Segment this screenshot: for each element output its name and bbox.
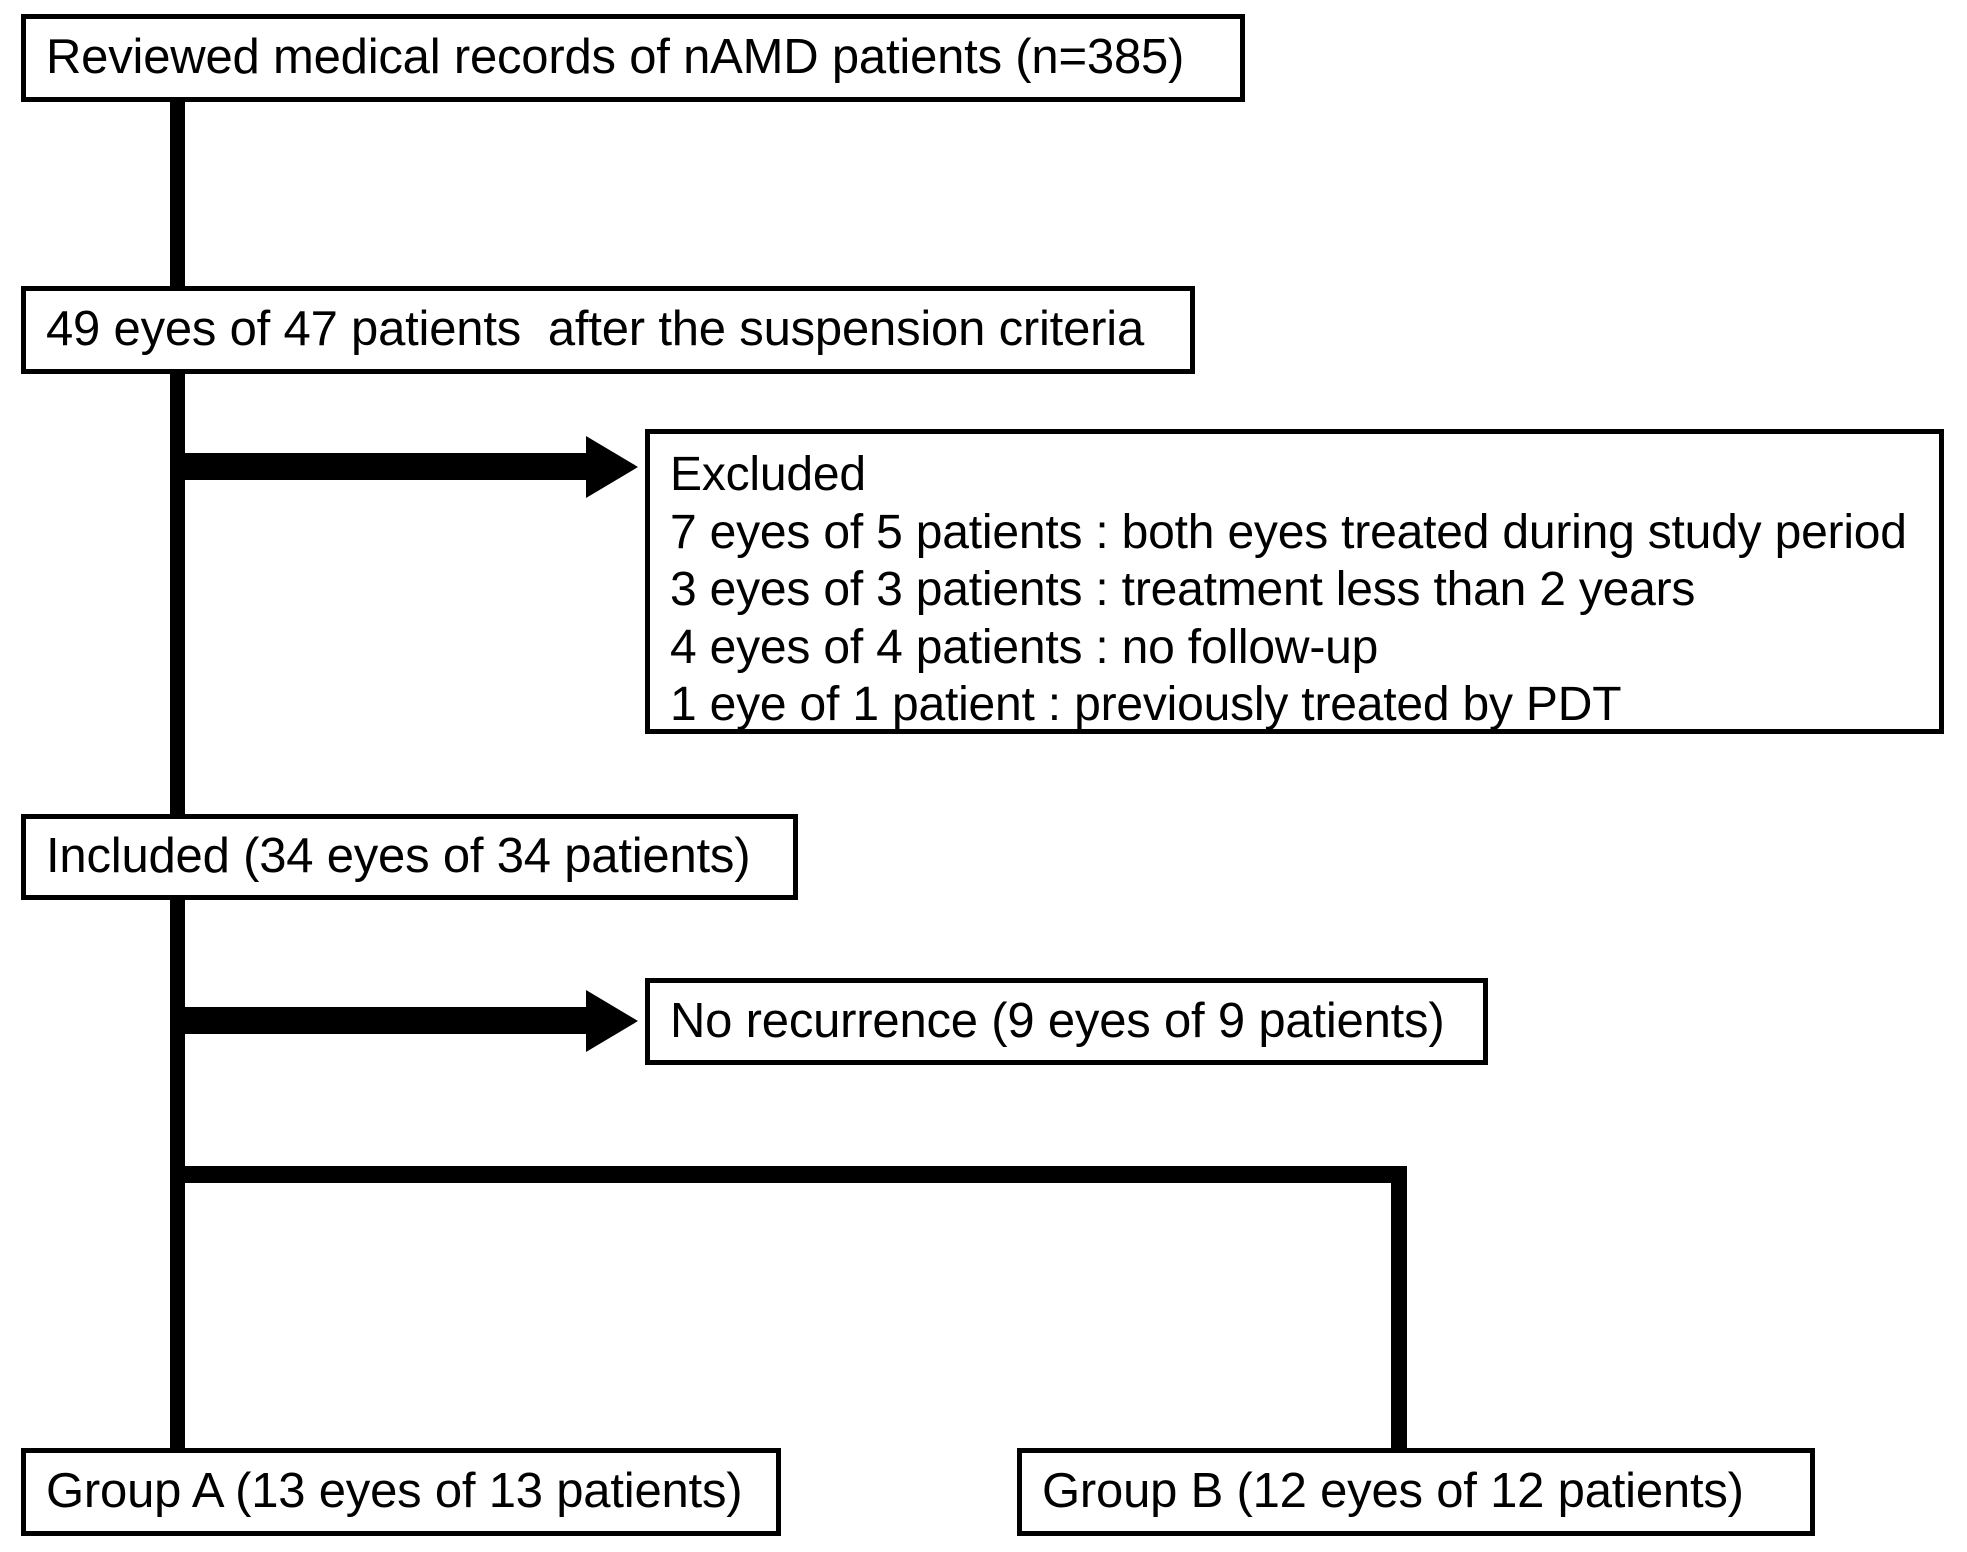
node-excluded-heading: Excluded — [670, 448, 866, 501]
node-reviewed-records: Reviewed medical records of nAMD patient… — [21, 14, 1245, 102]
connector-suspension-to-included — [170, 370, 185, 840]
node-excluded-reason: 3 eyes of 3 patients : treatment less th… — [670, 563, 1696, 617]
node-excluded-reason: 1 eye of 1 patient : previously treated … — [670, 678, 1622, 732]
connector-split-horizontal — [170, 1166, 1407, 1183]
connector-branch-to-excluded — [177, 453, 597, 480]
node-included-label: Included (34 eyes of 34 patients) — [46, 829, 751, 884]
connector-included-to-split — [170, 898, 185, 1183]
connector-branch-to-no-recurrence — [177, 1007, 597, 1034]
node-excluded-reason: 4 eyes of 4 patients : no follow-up — [670, 620, 1379, 674]
connector-reviewed-to-suspension — [170, 100, 185, 290]
node-group-b: Group B (12 eyes of 12 patients) — [1017, 1448, 1815, 1536]
node-group-b-label: Group B (12 eyes of 12 patients) — [1042, 1464, 1744, 1519]
node-included: Included (34 eyes of 34 patients) — [21, 814, 798, 900]
node-excluded-reason: 7 eyes of 5 patients : both eyes treated… — [670, 505, 1907, 559]
arrowhead-no-recurrence — [586, 990, 638, 1052]
node-group-a: Group A (13 eyes of 13 patients) — [21, 1448, 781, 1536]
node-excluded: Excluded 7 eyes of 5 patients : both eye… — [645, 429, 1944, 734]
node-no-recurrence-label: No recurrence (9 eyes of 9 patients) — [670, 993, 1445, 1048]
connector-group-b-drop — [1391, 1166, 1407, 1450]
arrowhead-excluded — [586, 436, 638, 498]
node-no-recurrence: No recurrence (9 eyes of 9 patients) — [645, 978, 1488, 1065]
node-after-suspension-criteria-label: 49 eyes of 47 patients after the suspens… — [46, 302, 1145, 357]
node-reviewed-records-label: Reviewed medical records of nAMD patient… — [46, 30, 1185, 85]
connector-group-a-drop — [170, 1166, 185, 1450]
node-after-suspension-criteria: 49 eyes of 47 patients after the suspens… — [21, 286, 1195, 374]
node-group-a-label: Group A (13 eyes of 13 patients) — [46, 1464, 743, 1519]
